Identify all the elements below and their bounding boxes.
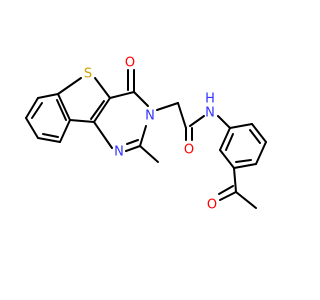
bond <box>177 102 187 129</box>
amide-nitrogen-label: N <box>205 106 215 121</box>
amide-hydrogen-label: H <box>205 92 215 107</box>
acetyl-oxygen-label: O <box>207 198 217 213</box>
amide-oxygen-label: O <box>184 143 194 158</box>
bond <box>56 99 67 121</box>
bond <box>235 191 257 209</box>
bond <box>125 145 141 152</box>
sulfur-atom-label: S <box>84 67 92 82</box>
bond <box>139 145 159 163</box>
bond <box>255 141 267 165</box>
bond <box>69 119 95 123</box>
bond <box>37 93 59 99</box>
ring-ketone-oxygen-label: O <box>125 56 135 71</box>
bond <box>233 167 237 193</box>
bond <box>57 93 71 121</box>
bond <box>94 77 111 99</box>
ring-nitrogen-label: N <box>114 145 124 160</box>
bond <box>156 102 179 111</box>
bond <box>93 121 113 149</box>
bond <box>218 185 234 195</box>
bonds <box>25 69 267 209</box>
bond <box>219 149 235 169</box>
bond <box>225 133 234 151</box>
bond <box>31 102 43 119</box>
bond <box>189 115 205 127</box>
bond <box>251 123 267 143</box>
bond <box>126 139 139 145</box>
bond <box>235 159 252 163</box>
bond <box>233 163 257 169</box>
bond <box>139 125 147 147</box>
bond <box>37 137 61 143</box>
bond <box>109 91 135 99</box>
bond <box>93 97 111 123</box>
ring-nitrogen-label: N <box>145 109 155 124</box>
bond <box>219 191 237 201</box>
bond <box>42 133 59 138</box>
bond <box>217 115 231 129</box>
molecule-structure: S O N N O N H O <box>25 56 267 213</box>
bond <box>249 129 261 144</box>
bond <box>133 91 149 107</box>
bond <box>25 97 39 119</box>
bond <box>229 123 253 129</box>
bond <box>57 77 82 95</box>
bond <box>59 119 71 143</box>
bond <box>219 127 231 151</box>
bond <box>90 100 105 120</box>
bond <box>25 117 39 139</box>
